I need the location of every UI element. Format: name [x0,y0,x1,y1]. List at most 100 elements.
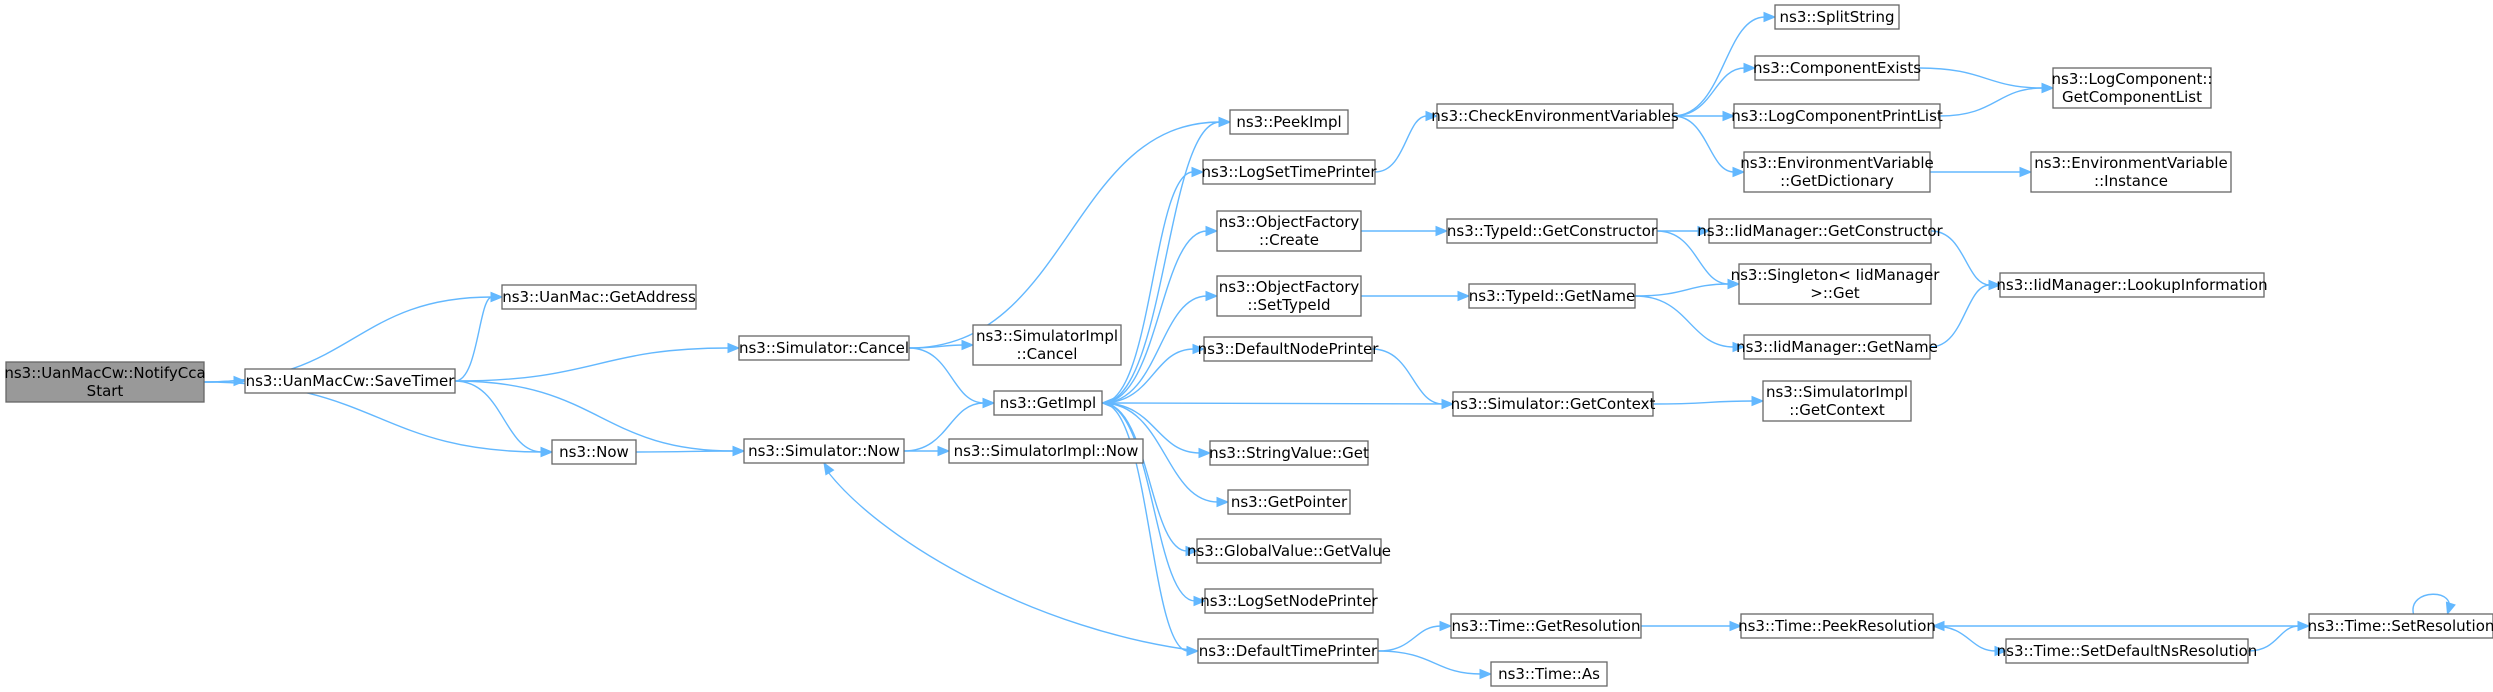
node-simimplnow[interactable]: ns3::SimulatorImpl::Now [948,438,1144,464]
edge-timesetresolution-to-timesetresolution [2412,593,2456,616]
node-label: ns3::ComponentExists [1753,59,1921,77]
node-label: ns3::Simulator::GetContext [1451,395,1656,413]
node-label: ns3::GetPointer [1231,493,1348,511]
node-label: ns3::Time::As [1498,665,1600,683]
node-splitstring[interactable]: ns3::SplitString [1774,4,1900,30]
node-typeidgetconstructor[interactable]: ns3::TypeId::GetConstructor [1446,218,1658,244]
node-label: ns3::UanMacCw::NotifyCca [4,364,205,382]
node-label: GetComponentList [2062,88,2202,106]
edge-root-to-savetimer [203,375,247,387]
node-iidmanagergetname[interactable]: ns3::IidManager::GetName [1736,334,1938,360]
node-getaddress[interactable]: ns3::UanMac::GetAddress [501,284,697,310]
edge-ofsettypeid-to-typeidgetname [1361,290,1471,302]
node-typeidgetname[interactable]: ns3::TypeId::GetName [1468,283,1636,309]
node-label: ns3::Time::GetResolution [1452,617,1641,635]
node-globalvaluegetvalue[interactable]: ns3::GlobalValue::GetValue [1187,538,1391,564]
node-singletonget[interactable]: ns3::Singleton< IidManager >::Get [1731,263,1941,305]
edge-defaultnodeprinter-to-simgetcontext [1371,348,1455,410]
node-label: ns3::Time::SetResolution [2308,617,2493,635]
node-box [948,438,1144,464]
node-checkenv[interactable]: ns3::CheckEnvironmentVariables [1431,103,1679,129]
node-timesetdefaultnsresolution[interactable]: ns3::Time::SetDefaultNsResolution [1997,638,2258,664]
node-label: ns3::EnvironmentVariable [2034,154,2227,172]
node-label: ns3::Simulator::Now [748,442,900,460]
node-box [244,368,456,394]
node-box [1774,4,1900,30]
edge-logcomponentprintlist-to-logcomponentgetcomponentlist [1939,82,2055,117]
node-simcancel[interactable]: ns3::Simulator::Cancel [738,335,910,361]
node-peekimpl[interactable]: ns3::PeekImpl [1229,109,1349,135]
edge-defaulttimeprinter-to-timegetresolution [1377,620,1453,652]
node-box [1743,334,1931,360]
node-box [1490,661,1608,687]
node-iidmanagergetconstructor[interactable]: ns3::IidManager::GetConstructor [1697,218,1944,244]
node-label: >::Get [1810,284,1860,302]
node-box [1468,283,1636,309]
node-stringvalueget[interactable]: ns3::StringValue::Get [1209,440,1369,466]
node-simgetcontext[interactable]: ns3::Simulator::GetContext [1451,391,1656,417]
node-label: ns3::GetImpl [1000,394,1096,412]
node-logcomponentprintlist[interactable]: ns3::LogComponentPrintList [1731,103,1943,129]
node-timeas[interactable]: ns3::Time::As [1490,661,1608,687]
node-label: ns3::Time::PeekResolution [1738,617,1936,635]
node-label: ns3::SplitString [1780,8,1895,26]
node-timegetresolution[interactable]: ns3::Time::GetResolution [1450,613,1642,639]
edge-simcancel-to-peekimpl [908,116,1232,349]
node-timesetresolution[interactable]: ns3::Time::SetResolution [2308,613,2493,639]
node-label: ns3::CheckEnvironmentVariables [1431,107,1679,125]
node-label: ::Cancel [1017,345,1078,363]
edge-typeidgetname-to-iidmanagergetname [1634,295,1746,353]
node-simimplgetcontext[interactable]: ns3::SimulatorImpl::GetContext [1762,380,1912,422]
node-simnow[interactable]: ns3::Simulator::Now [743,438,905,464]
node-timepeekresolution[interactable]: ns3::Time::PeekResolution [1738,613,1936,639]
node-label: ns3::DefaultNodePrinter [1198,340,1380,358]
node-box [1227,489,1351,515]
node-logsettimeprinter[interactable]: ns3::LogSetTimePrinter [1201,159,1377,185]
node-ofcreate[interactable]: ns3::ObjectFactory::Create [1216,210,1362,252]
edge-getimpl-to-defaulttimeprinter [1101,402,1200,657]
node-defaultnodeprinter[interactable]: ns3::DefaultNodePrinter [1198,336,1380,362]
node-box [1203,336,1373,362]
node-label: ns3::SimulatorImpl::Now [954,442,1139,460]
node-label: ns3::SimulatorImpl [1766,383,1908,401]
node-iidmanagerlookupinformation[interactable]: ns3::IidManager::LookupInformation [1996,272,2268,298]
node-label: ns3::StringValue::Get [1209,444,1369,462]
edge-getimpl-to-logsettimeprinter [1101,166,1205,404]
node-getpointer[interactable]: ns3::GetPointer [1227,489,1351,515]
edge-savetimer-to-getaddress [454,291,504,382]
node-box [1708,218,1932,244]
node-envvarinstance[interactable]: ns3::EnvironmentVariable::Instance [2030,151,2232,193]
node-box [1999,272,2265,298]
node-label: ::GetDictionary [1780,172,1894,190]
node-box [2005,638,2249,664]
node-label: ::Instance [2094,172,2168,190]
node-label: ns3::LogComponent:: [2052,70,2213,88]
node-now[interactable]: ns3::Now [551,439,637,465]
node-label: ::Create [1259,231,1319,249]
node-logsetnodeprinter[interactable]: ns3::LogSetNodePrinter [1200,588,1379,614]
edge-checkenv-to-splitstring [1672,11,1777,117]
node-label: ns3::TypeId::GetName [1469,287,1635,305]
node-componentexists[interactable]: ns3::ComponentExists [1753,55,1921,81]
node-label: ::SetTypeId [1247,296,1330,314]
node-defaulttimeprinter[interactable]: ns3::DefaultTimePrinter [1197,638,1379,664]
node-label: ::GetContext [1789,401,1885,419]
edge-envvargetdictionary-to-envvarinstance [1929,166,2033,178]
node-ofsettypeid[interactable]: ns3::ObjectFactory::SetTypeId [1216,275,1362,317]
node-box [2052,67,2212,109]
edge-getimpl-to-defaultnodeprinter [1101,343,1206,404]
edge-checkenv-to-logcomponentprintlist [1673,110,1736,122]
node-simimplcancel[interactable]: ns3::SimulatorImpl::Cancel [972,324,1122,366]
node-label: ns3::DefaultTimePrinter [1199,642,1378,660]
node-label: ns3::IidManager::LookupInformation [1996,276,2267,294]
node-savetimer[interactable]: ns3::UanMacCw::SaveTimer [244,368,456,394]
node-box [1738,263,1932,305]
node-label: ns3::Simulator::Cancel [739,339,909,357]
edge-logsettimeprinter-to-checkenv [1374,110,1439,173]
node-logcomponentgetcomponentlist[interactable]: ns3::LogComponent::GetComponentList [2052,67,2213,109]
node-label: ns3::ObjectFactory [1219,278,1360,296]
node-envvargetdictionary[interactable]: ns3::EnvironmentVariable::GetDictionary [1740,151,1934,193]
node-getimpl[interactable]: ns3::GetImpl [993,390,1103,416]
node-box [1743,151,1931,193]
